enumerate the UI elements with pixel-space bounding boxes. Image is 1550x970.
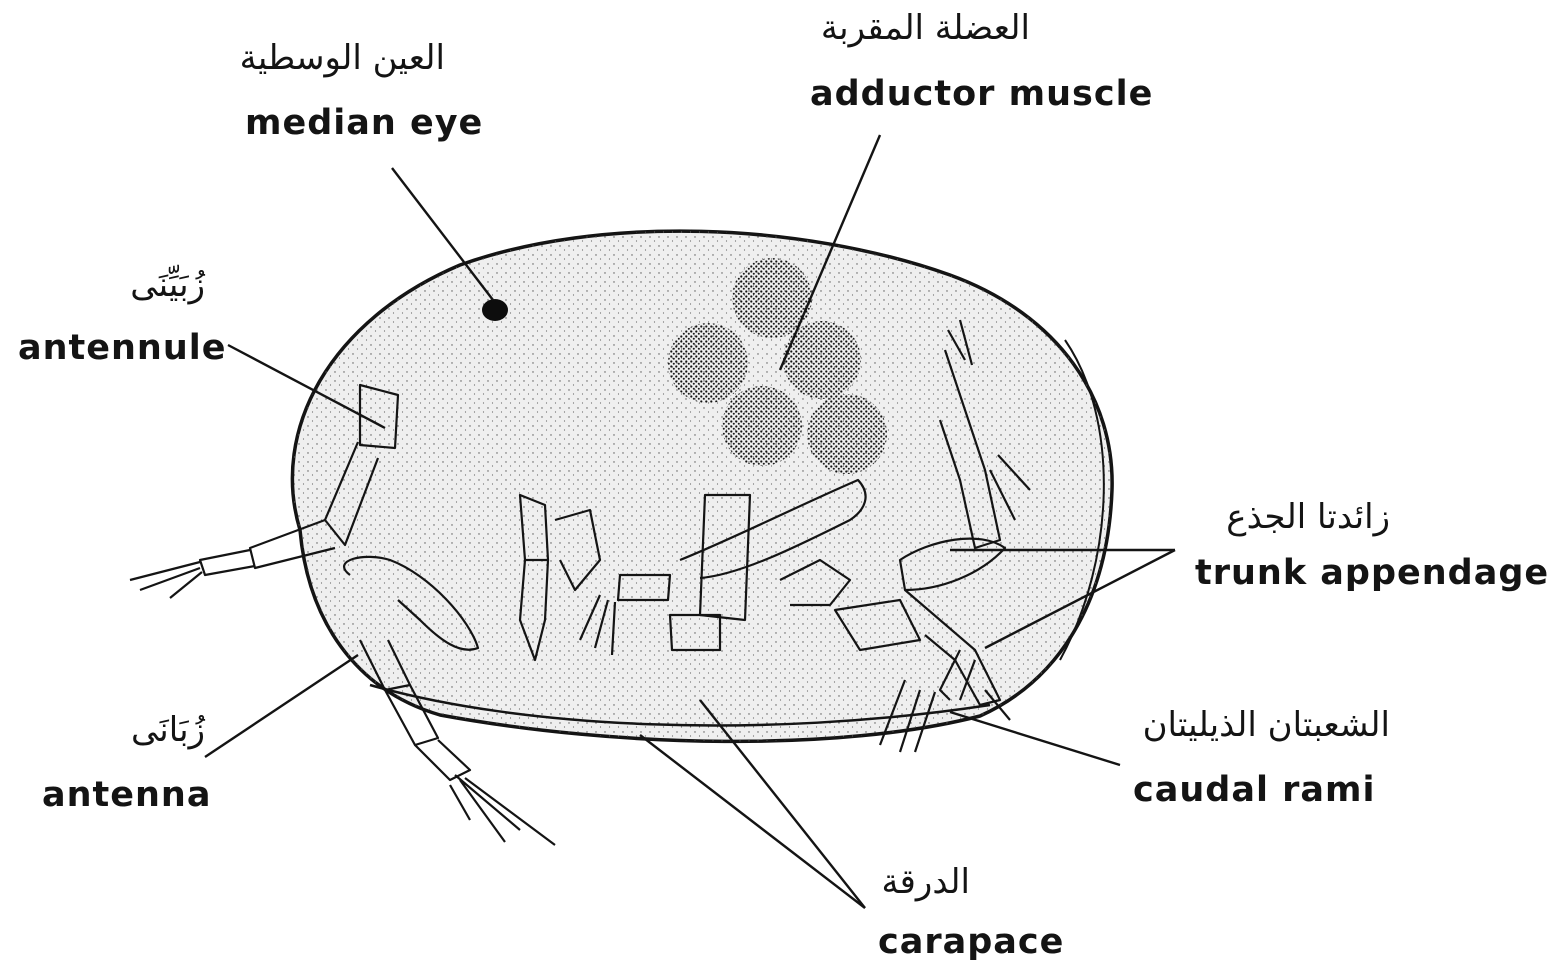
adductor-muscle-label: adductor muscle — [810, 74, 1153, 114]
median-eye-label-ar: العين الوسطية — [245, 38, 445, 78]
antennule-label-ar: زُبَيِّنَى — [55, 265, 205, 305]
leader-antenna — [205, 655, 358, 757]
carapace-label-ar: الدرقة — [860, 862, 970, 902]
leader-caudal-rami — [950, 712, 1120, 765]
adductor-muscle-label-ar: العضلة المقربة — [800, 8, 1030, 48]
trunk-appendages-label: trunk appendages — [1195, 553, 1550, 593]
antenna-label: antenna — [42, 775, 211, 815]
caudal-rami-label-ar: الشعبتان الذيليتان — [1120, 705, 1390, 745]
antenna-label-ar: زُبَانَى — [60, 710, 205, 750]
caudal-rami-label: caudal rami — [1133, 770, 1375, 810]
leader-carapace-a — [640, 735, 865, 908]
median-eye-label: median eye — [245, 103, 483, 143]
carapace-label: carapace — [878, 922, 1064, 962]
trunk-appendages-label-ar: زائدتا الجذع — [1190, 497, 1390, 537]
antennule-label: antennule — [18, 328, 227, 368]
median-eye-spot — [482, 299, 508, 321]
